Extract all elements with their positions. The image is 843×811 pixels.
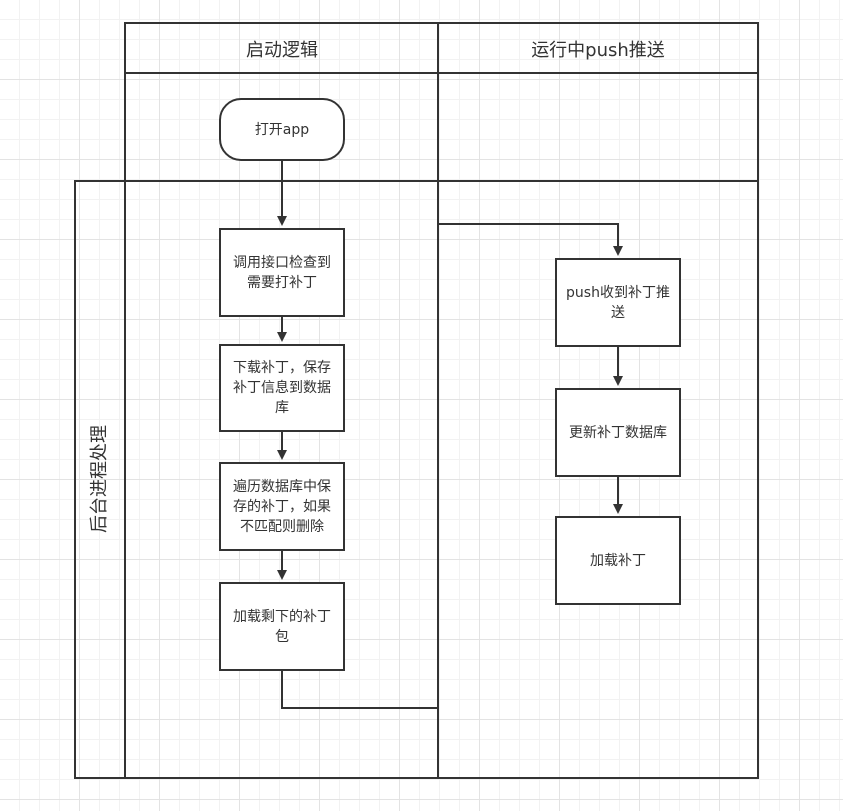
node-load-remaining: 加载剩下的补丁包 (219, 582, 345, 671)
node-check-patch: 调用接口检查到需要打补丁 (219, 228, 345, 317)
node-update-db: 更新补丁数据库 (555, 388, 681, 477)
side-label-column (74, 180, 126, 779)
side-label-background-process: 后台进程处理 (89, 425, 110, 533)
connector-step4-to-right-lane (281, 671, 438, 709)
arrow-entry-to-right-step1 (438, 223, 623, 256)
node-push-received: push收到补丁推送 (555, 258, 681, 347)
lane-header-startup: 启动逻辑 (246, 39, 318, 61)
lane-header-push: 运行中push推送 (531, 39, 665, 61)
node-load-patch: 加载补丁 (555, 516, 681, 605)
node-download-patch: 下载补丁，保存补丁信息到数据库 (219, 344, 345, 432)
node-open-app: 打开app (219, 98, 345, 161)
node-traverse-db: 遍历数据库中保存的补丁，如果不匹配则删除 (219, 462, 345, 551)
